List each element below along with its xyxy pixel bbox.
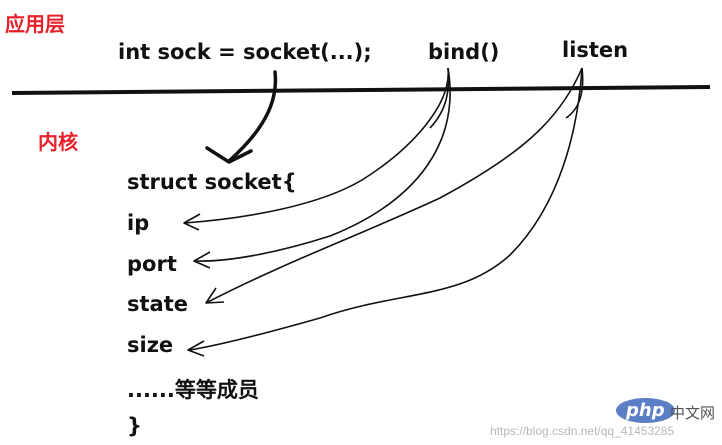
bind-to-port-curve: [195, 67, 451, 262]
kernel-layer-label: 内核: [38, 130, 78, 154]
watermark-site: 中文网: [670, 404, 716, 422]
socket-arrow: [227, 70, 278, 163]
ip-arrowhead: [183, 213, 201, 231]
bind-call-label: bind(): [428, 40, 500, 64]
bind-to-ip-curve: [184, 67, 449, 224]
listen-call-label: listen: [562, 38, 629, 62]
port-arrowhead: [193, 251, 211, 269]
state-arrowhead: [205, 287, 225, 304]
layer-boundary-line: [11, 85, 711, 95]
listen-to-size-curve: [189, 67, 583, 351]
socket-call-label: int sock = socket(...);: [118, 40, 372, 64]
field-state: state: [127, 292, 188, 316]
listen-loop-segment: [565, 67, 584, 119]
listen-to-state-curve: [207, 67, 583, 303]
struct-socket-open: struct socket{: [127, 170, 297, 194]
app-layer-label: 应用层: [5, 12, 65, 36]
size-arrowhead: [187, 340, 205, 357]
watermark-logo: php: [616, 398, 675, 423]
socket-arrowhead: [205, 146, 253, 164]
field-ip: ip: [127, 211, 150, 235]
field-more-members: ......等等成员: [127, 378, 259, 402]
field-size: size: [127, 333, 174, 357]
field-port: port: [127, 252, 177, 276]
watermark-url: https://blog.csdn.net/qq_41453285: [490, 424, 675, 438]
bind-loop-segment: [429, 67, 450, 129]
struct-socket-close: }: [127, 414, 142, 438]
